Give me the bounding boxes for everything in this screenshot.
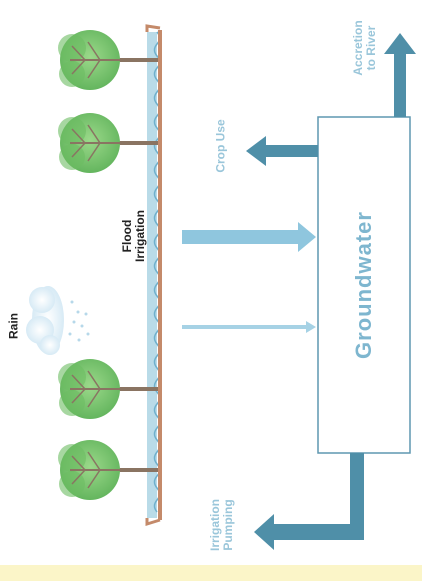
tree-icon xyxy=(58,113,158,173)
flood-water xyxy=(147,32,157,518)
flooded-field xyxy=(145,24,162,527)
accretion-label: Accretion to River xyxy=(350,20,378,76)
field-berm-bottom xyxy=(145,518,161,527)
groundwater-label: Groundwater xyxy=(350,211,376,359)
rain-drops xyxy=(68,300,90,342)
crop-use-label: Crop Use xyxy=(213,119,228,173)
rain-recharge-arrow xyxy=(182,321,316,333)
tree-icon xyxy=(58,440,158,500)
flood-recharge-arrow xyxy=(182,222,316,252)
accretion-arrow xyxy=(384,33,416,117)
field-berm-top xyxy=(145,24,161,32)
crop-use-arrow xyxy=(246,136,318,166)
bottom-band xyxy=(0,565,422,581)
irrigation-pumping-arrow xyxy=(254,453,364,550)
flood-irrigation-label: Flood Irrigation xyxy=(119,209,147,263)
cloud-icon xyxy=(26,286,64,355)
rain-label: Rain xyxy=(6,312,21,340)
groundwater-box xyxy=(317,116,411,454)
tree-icon xyxy=(58,30,158,90)
tree-icon xyxy=(58,359,158,419)
irrigation-pumping-label: Irrigation Pumping xyxy=(207,498,235,552)
